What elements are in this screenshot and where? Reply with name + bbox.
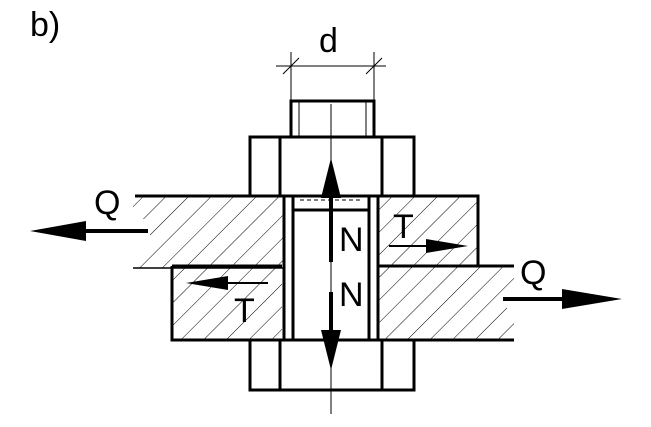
bolt-head	[248, 338, 416, 392]
friction-t-upper-label: T	[393, 208, 414, 246]
force-q-right: Q	[503, 254, 622, 309]
normal-n-upper-label: N	[339, 221, 364, 259]
force-q-left: Q	[30, 184, 148, 241]
friction-t-lower-label: T	[234, 292, 255, 330]
normal-n-lower-label: N	[339, 276, 364, 314]
friction-t-upper: T	[389, 208, 468, 253]
normal-n-upper: N	[321, 158, 364, 262]
dimension-d: d	[276, 22, 386, 101]
upper-plate	[133, 194, 480, 269]
dimension-label: d	[319, 22, 338, 60]
force-q-right-label: Q	[520, 254, 546, 292]
force-q-left-label: Q	[94, 184, 120, 222]
normal-n-lower: N	[321, 276, 364, 370]
bolt-end	[289, 99, 376, 139]
friction-t-lower: T	[186, 276, 268, 330]
figure-label: b)	[30, 6, 60, 44]
